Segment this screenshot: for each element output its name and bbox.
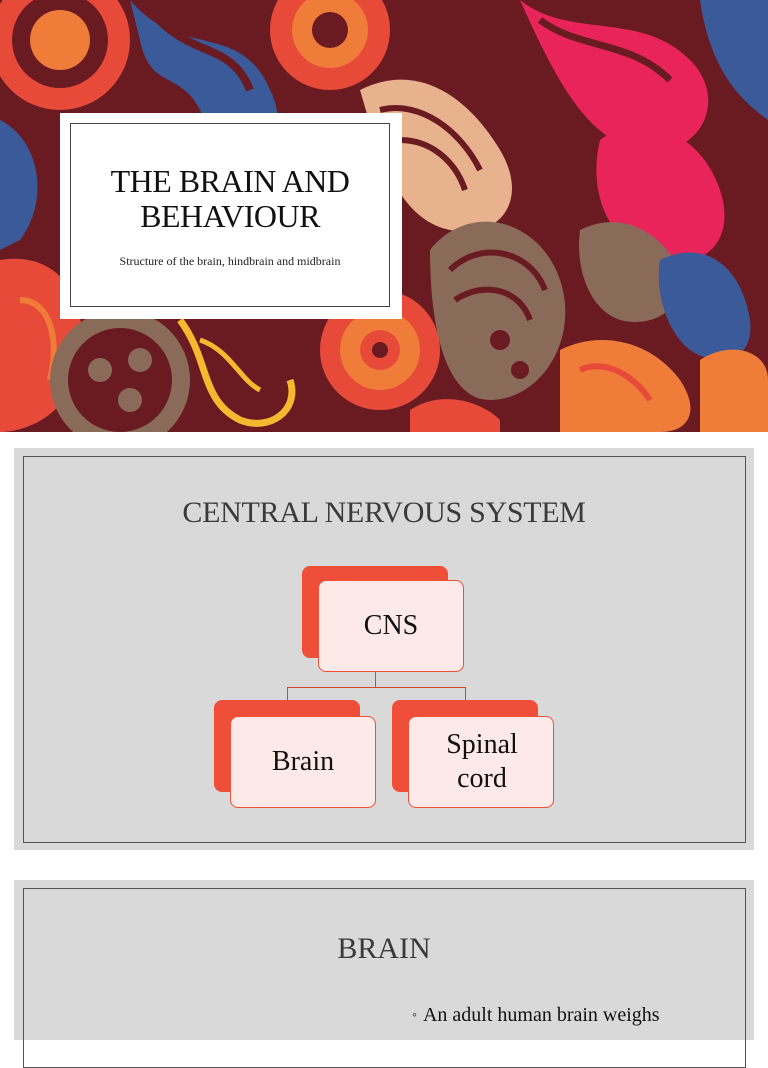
bullet-item: ◦ An adult human brain weighs	[412, 1004, 660, 1027]
node-label-spinal-cord: Spinal cord	[446, 729, 518, 794]
slide-title: CENTRAL NERVOUS SYSTEM	[182, 496, 586, 529]
bullet-text: An adult human brain weighs	[422, 1004, 660, 1026]
cns-slide: CENTRAL NERVOUS SYSTEM CNS Brain Spinal …	[14, 448, 754, 850]
node-label-cns: CNS	[363, 610, 419, 641]
slide-title: BRAIN	[337, 932, 431, 965]
presentation-title: THE BRAIN AND BEHAVIOUR	[110, 163, 350, 234]
hierarchy-node-root: CNS	[302, 566, 466, 674]
slide-frame	[23, 888, 746, 1068]
connector-vertical-root	[375, 672, 376, 688]
brain-slide: BRAIN ◦ An adult human brain weighs	[14, 880, 754, 1068]
connector-vertical-right	[465, 687, 466, 701]
node-label-brain: Brain	[271, 746, 335, 777]
connector-vertical-left	[287, 687, 288, 701]
presentation-subtitle: Structure of the brain, hindbrain and mi…	[119, 254, 341, 268]
connector-horizontal	[287, 687, 466, 688]
title-card: THE BRAIN AND BEHAVIOUR Structure of the…	[60, 113, 402, 319]
title-slide: THE BRAIN AND BEHAVIOUR Structure of the…	[0, 0, 768, 432]
title-card-frame: THE BRAIN AND BEHAVIOUR Structure of the…	[70, 123, 390, 307]
hierarchy-node-spinal-cord: Spinal cord	[392, 700, 556, 810]
floral-background-pattern	[0, 0, 768, 432]
slide-frame	[23, 456, 746, 843]
hierarchy-node-brain: Brain	[214, 700, 378, 810]
bullet-marker: ◦	[412, 1008, 417, 1023]
